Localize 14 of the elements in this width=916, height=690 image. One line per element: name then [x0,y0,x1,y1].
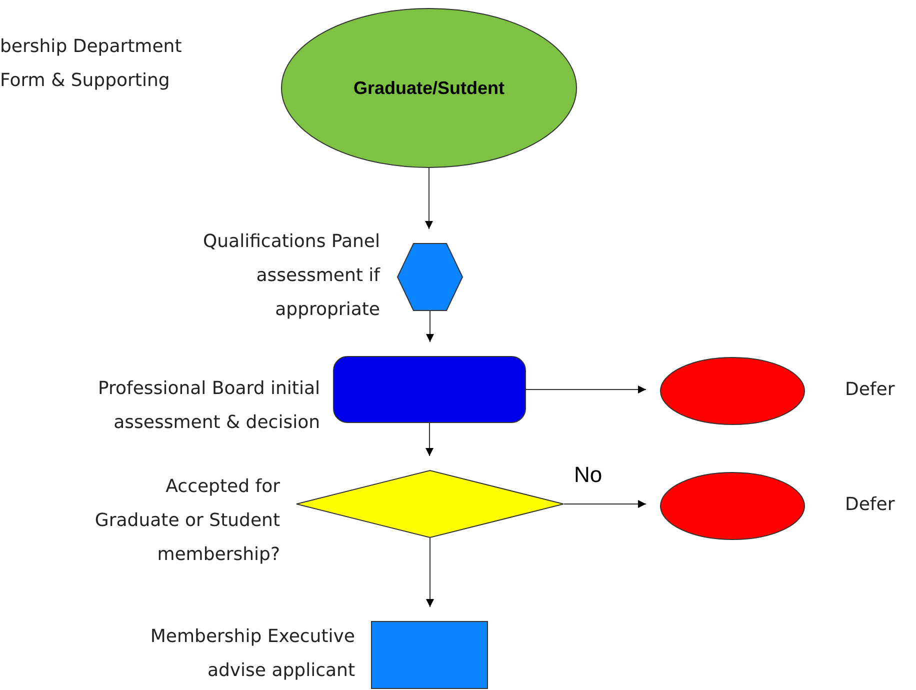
step-description: Accepted for Graduate or Student membership? [94,475,280,567]
arrow [526,386,646,394]
step-description: Qualifications Panel assessment if appropriate [202,230,380,322]
step-description: Defer [845,493,896,517]
node-label: Graduate/Sutdent [353,78,504,98]
step-description: Defer [845,378,896,402]
arrow [426,422,434,456]
arrow [564,500,646,508]
step-description: Membership Executive advise applicant [149,625,355,683]
step-description: Professional Board initial assessment & decision [96,377,320,435]
arrow [426,538,434,608]
note-text: bership Department Form & Supporting [0,35,183,93]
arrow [425,168,433,230]
arrow [426,310,434,342]
